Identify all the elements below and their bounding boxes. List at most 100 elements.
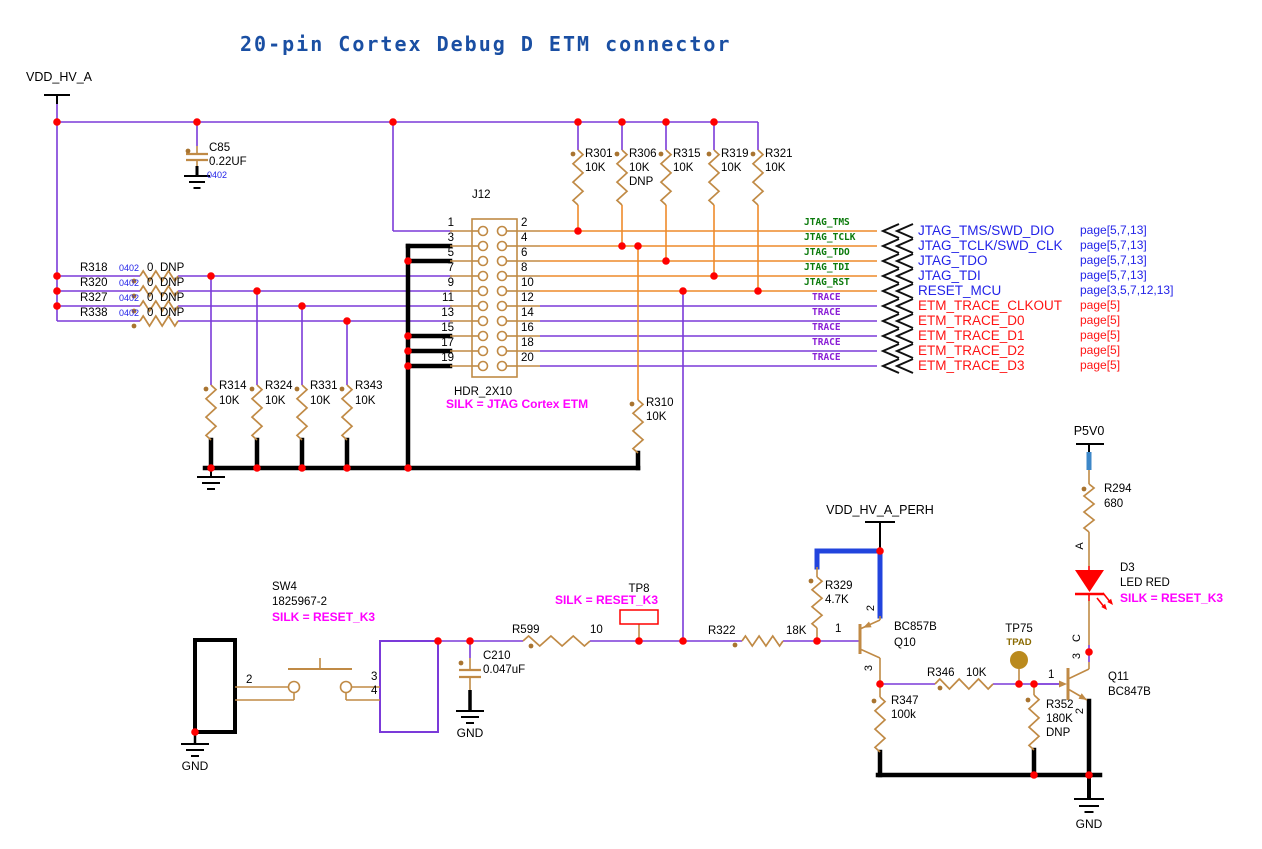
net-name[interactable]: JTAG_TCLK/SWD_CLK bbox=[918, 238, 1063, 253]
resistor-ref[interactable]: R347 bbox=[891, 695, 919, 707]
power-label-p5v0[interactable]: P5V0 bbox=[1073, 424, 1105, 438]
power-label-vdd-hv-a[interactable]: VDD_HV_A bbox=[26, 70, 92, 84]
resistor-ref[interactable]: R314 bbox=[219, 380, 247, 392]
testpoint-tp8-symbol[interactable] bbox=[619, 609, 659, 625]
pin-number: 19 bbox=[441, 352, 454, 364]
transistor-q10-symbol[interactable] bbox=[858, 616, 881, 684]
pin-label: A bbox=[1074, 542, 1086, 550]
net-name[interactable]: ETM_TRACE_CLKOUT bbox=[918, 298, 1063, 313]
net-name[interactable]: JTAG_TMS/SWD_DIO bbox=[918, 223, 1055, 238]
resistor-value: 0 bbox=[147, 262, 154, 274]
pin-number: 16 bbox=[521, 322, 534, 334]
resistor-ref[interactable]: R327 bbox=[80, 292, 108, 304]
resistor-dnp: DNP bbox=[629, 176, 654, 188]
resistor-ref[interactable]: R599 bbox=[512, 624, 540, 636]
resistor-ref[interactable]: R320 bbox=[80, 277, 108, 289]
pin-number: 14 bbox=[521, 307, 534, 319]
transistor-q11-symbol[interactable] bbox=[1034, 662, 1090, 701]
power-symbols bbox=[44, 94, 1104, 548]
resistor-value: 18K bbox=[786, 625, 807, 637]
resistor-size: 0402 bbox=[119, 278, 140, 288]
resistor-value: 680 bbox=[1104, 498, 1124, 510]
resistor-ref[interactable]: R346 bbox=[927, 667, 955, 679]
resistor-ref[interactable]: R294 bbox=[1104, 483, 1132, 495]
resistor-dnp: DNP bbox=[1046, 727, 1071, 739]
pin1-marker-dots bbox=[131, 148, 1087, 704]
switch-silk: SILK = RESET_K3 bbox=[272, 610, 376, 624]
pin-number: 4 bbox=[371, 685, 378, 697]
resistor-ref[interactable]: R343 bbox=[355, 380, 383, 392]
resistor-ref[interactable]: R321 bbox=[765, 148, 793, 160]
resistor-ref[interactable]: R352 bbox=[1046, 699, 1074, 711]
pin-number: 9 bbox=[447, 277, 454, 289]
pin-number: 18 bbox=[521, 337, 534, 349]
capacitor-ref[interactable]: C210 bbox=[483, 650, 511, 662]
resistor-ref[interactable]: R331 bbox=[310, 380, 338, 392]
pin-number: 2 bbox=[865, 604, 877, 612]
wire-label: JTAG_TDI bbox=[804, 262, 850, 273]
resistor-ref[interactable]: R315 bbox=[673, 148, 701, 160]
pin-label: C bbox=[1071, 634, 1083, 642]
vdd-perh-bus bbox=[814, 548, 883, 619]
resistor-ref[interactable]: R322 bbox=[708, 625, 736, 637]
resistor-ref[interactable]: R338 bbox=[80, 307, 108, 319]
page-ref[interactable]: page[5] bbox=[1080, 313, 1121, 327]
net-name[interactable]: ETM_TRACE_D3 bbox=[918, 358, 1025, 373]
page-ref[interactable]: page[5] bbox=[1080, 343, 1121, 357]
resistor-dnp: DNP bbox=[160, 292, 185, 304]
net-name[interactable]: ETM_TRACE_D0 bbox=[918, 313, 1025, 328]
capacitor-size: 0402 bbox=[207, 170, 228, 180]
led-ref[interactable]: D3 bbox=[1120, 562, 1135, 574]
testpoint-ref[interactable]: TP8 bbox=[628, 583, 650, 595]
net-name[interactable]: JTAG_TDO bbox=[918, 253, 988, 268]
resistor-ref[interactable]: R329 bbox=[825, 580, 853, 592]
switch-ref[interactable]: SW4 bbox=[272, 581, 297, 593]
resistor-value: 10K bbox=[265, 395, 286, 407]
transistor-ref[interactable]: Q10 bbox=[894, 637, 916, 649]
net-name[interactable]: JTAG_TDI bbox=[918, 268, 981, 283]
testpoint-ref[interactable]: TP75 bbox=[1005, 623, 1033, 635]
gnd-buses bbox=[193, 243, 1103, 778]
wire-label: TRACE bbox=[812, 352, 841, 363]
resistor-size: 0402 bbox=[119, 263, 140, 273]
power-label-vdd-hv-a-perh[interactable]: VDD_HV_A_PERH bbox=[826, 503, 934, 517]
resistor-ref[interactable]: R319 bbox=[721, 148, 749, 160]
capacitor-ref[interactable]: C85 bbox=[209, 142, 231, 154]
resistor-value: 0 bbox=[147, 307, 154, 319]
pin-number: 7 bbox=[447, 262, 454, 274]
resistor-ref[interactable]: R301 bbox=[585, 148, 613, 160]
resistor-ref[interactable]: R324 bbox=[265, 380, 293, 392]
connector-ref[interactable]: J12 bbox=[472, 189, 491, 201]
page-ref[interactable]: page[5,7,13] bbox=[1080, 223, 1147, 237]
resistor-symbols[interactable] bbox=[139, 149, 1096, 753]
pin-number: 5 bbox=[447, 247, 454, 259]
page-ref[interactable]: page[3,5,7,12,13] bbox=[1080, 283, 1174, 297]
page-ref[interactable]: page[5] bbox=[1080, 358, 1121, 372]
page-ref[interactable]: page[5] bbox=[1080, 298, 1121, 312]
resistor-ref[interactable]: R306 bbox=[629, 148, 657, 160]
led-d3-symbol[interactable] bbox=[1075, 566, 1113, 610]
transistor-ref[interactable]: Q11 bbox=[1108, 671, 1129, 683]
gnd-label: GND bbox=[1075, 817, 1103, 831]
net-name[interactable]: ETM_TRACE_D1 bbox=[918, 328, 1025, 343]
resistor-ref[interactable]: R318 bbox=[80, 262, 108, 274]
led-silk: SILK = RESET_K3 bbox=[1120, 591, 1224, 605]
page-ref[interactable]: page[5,7,13] bbox=[1080, 238, 1147, 252]
testpoint-tp75-pad[interactable] bbox=[1010, 651, 1028, 669]
net-name[interactable]: RESET_MCU bbox=[918, 283, 1002, 298]
page-ref[interactable]: page[5,7,13] bbox=[1080, 268, 1147, 282]
page-ref[interactable]: page[5] bbox=[1080, 328, 1121, 342]
led-emission-arrow-icon bbox=[1107, 598, 1113, 605]
resistor-dnp: DNP bbox=[160, 277, 185, 289]
pin-number: 8 bbox=[521, 262, 528, 274]
wire-label: TRACE bbox=[812, 307, 841, 318]
connector-j12-symbol[interactable] bbox=[450, 218, 540, 378]
resistor-value: 0 bbox=[147, 292, 154, 304]
net-name[interactable]: ETM_TRACE_D2 bbox=[918, 343, 1025, 358]
connector-footprint: HDR_2X10 bbox=[454, 386, 513, 398]
page-ref[interactable]: page[5,7,13] bbox=[1080, 253, 1147, 267]
pin-number: 2 bbox=[1074, 707, 1086, 715]
resistor-ref[interactable]: R310 bbox=[646, 397, 674, 409]
orange-wires bbox=[540, 205, 877, 400]
page-title: 20-pin Cortex Debug D ETM connector bbox=[240, 32, 732, 56]
